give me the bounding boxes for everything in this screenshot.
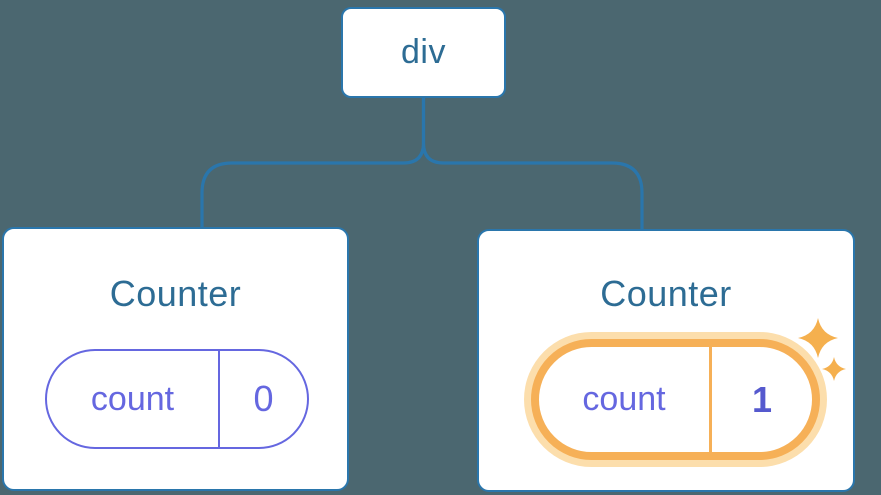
counter-title: Counter: [109, 273, 242, 314]
counter-node-right: Counter count 1: [477, 229, 855, 492]
state-key: count: [90, 379, 175, 418]
state-pill: count 0: [45, 349, 309, 449]
state-key: count: [582, 380, 666, 418]
counter-title: Counter: [600, 273, 732, 314]
connector-branch-left: [200, 98, 426, 229]
root-node-label: div: [401, 33, 446, 71]
state-pill-highlighted: count 1: [531, 339, 820, 460]
state-value: 1: [709, 347, 812, 452]
state-value: 0: [218, 351, 307, 447]
connector-branch-right: [421, 98, 644, 231]
root-node-div: div: [341, 7, 506, 98]
counter-node-left: Counter count 0: [2, 227, 349, 491]
